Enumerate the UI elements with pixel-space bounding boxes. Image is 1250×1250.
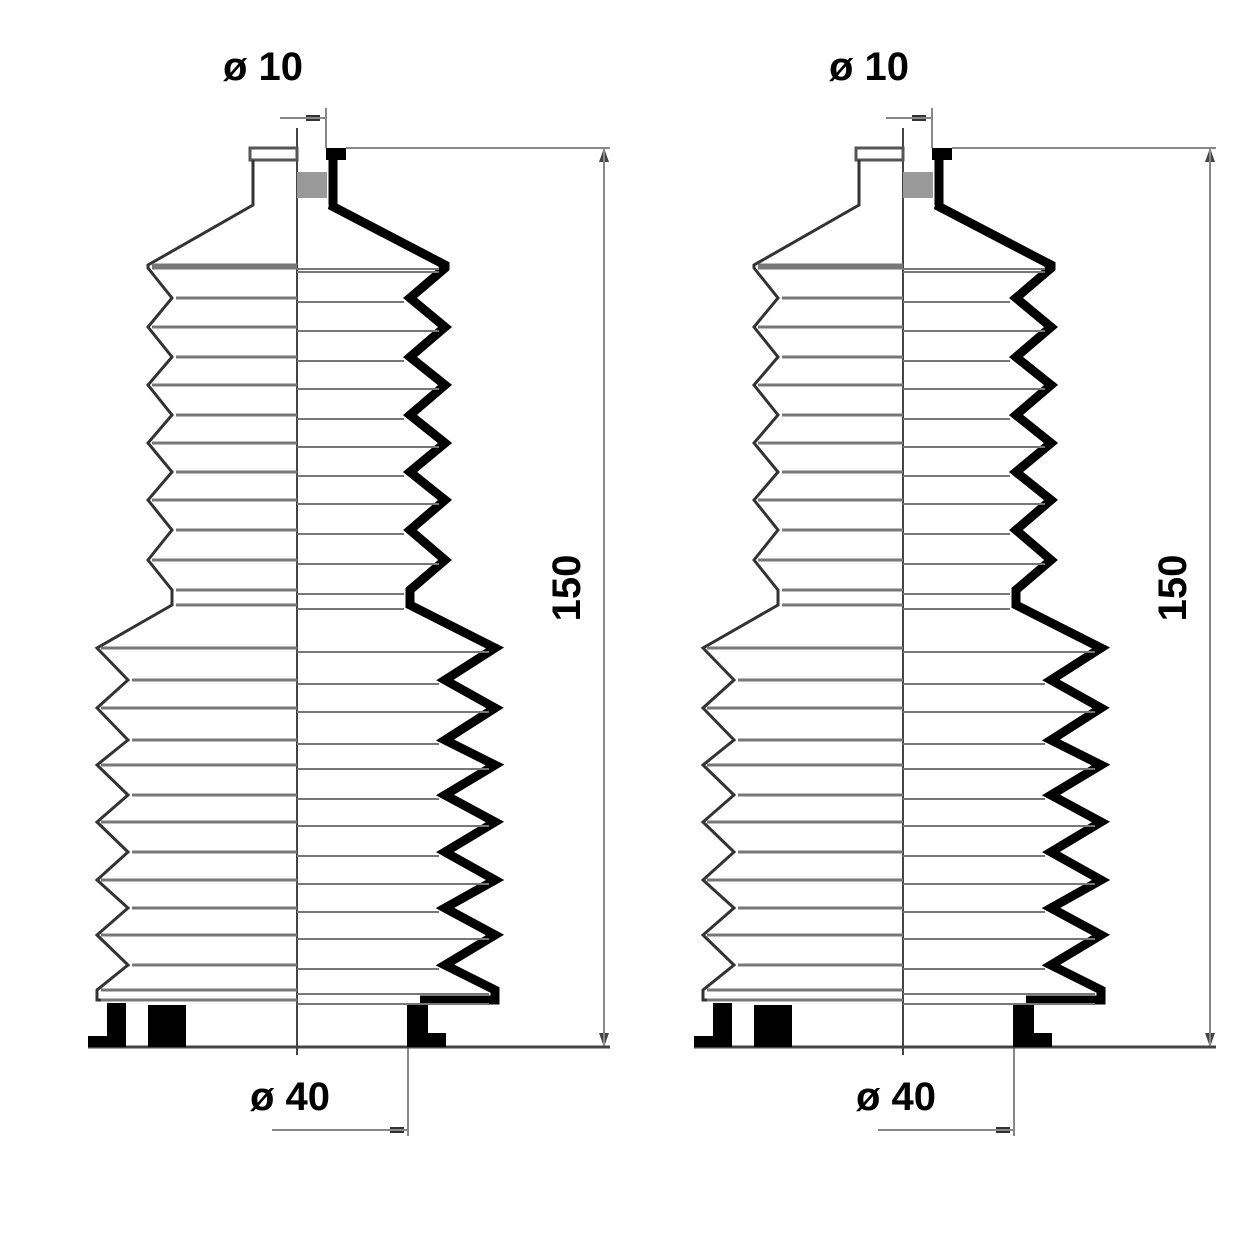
bottom-diameter-leader bbox=[272, 1047, 409, 1136]
foot-section bbox=[407, 1003, 446, 1047]
bellows-boot-right: ø 10 ø 40 150 bbox=[694, 45, 1216, 1136]
top-diameter-leader bbox=[886, 108, 933, 148]
bottom-diameter-label: ø 40 bbox=[856, 1075, 936, 1119]
foot-lip bbox=[88, 1003, 126, 1047]
length-label: 150 bbox=[1151, 555, 1195, 622]
length-label: 150 bbox=[545, 555, 589, 622]
neck-flange bbox=[248, 146, 299, 162]
foot-lip bbox=[694, 1003, 732, 1047]
neck-flange bbox=[854, 146, 905, 162]
foot-section bbox=[1013, 1003, 1052, 1047]
boot-right-wall bbox=[933, 150, 1111, 1005]
bottom-diameter-leader bbox=[878, 1047, 1015, 1136]
top-diameter-label: ø 10 bbox=[223, 45, 303, 89]
neck-rib bbox=[297, 172, 327, 198]
boot-left-outline bbox=[94, 160, 297, 1002]
foot-block bbox=[148, 1005, 186, 1047]
boot-right-wall bbox=[327, 150, 505, 1005]
top-diameter-label: ø 10 bbox=[829, 45, 909, 89]
bottom-diameter-label: ø 40 bbox=[250, 1075, 330, 1119]
boot-left-outline bbox=[700, 160, 903, 1002]
foot-block bbox=[754, 1005, 792, 1047]
bellows-boot-left: ø 10 ø 40 150 bbox=[88, 45, 610, 1136]
top-diameter-leader bbox=[280, 108, 327, 148]
neck-rib bbox=[903, 172, 933, 198]
